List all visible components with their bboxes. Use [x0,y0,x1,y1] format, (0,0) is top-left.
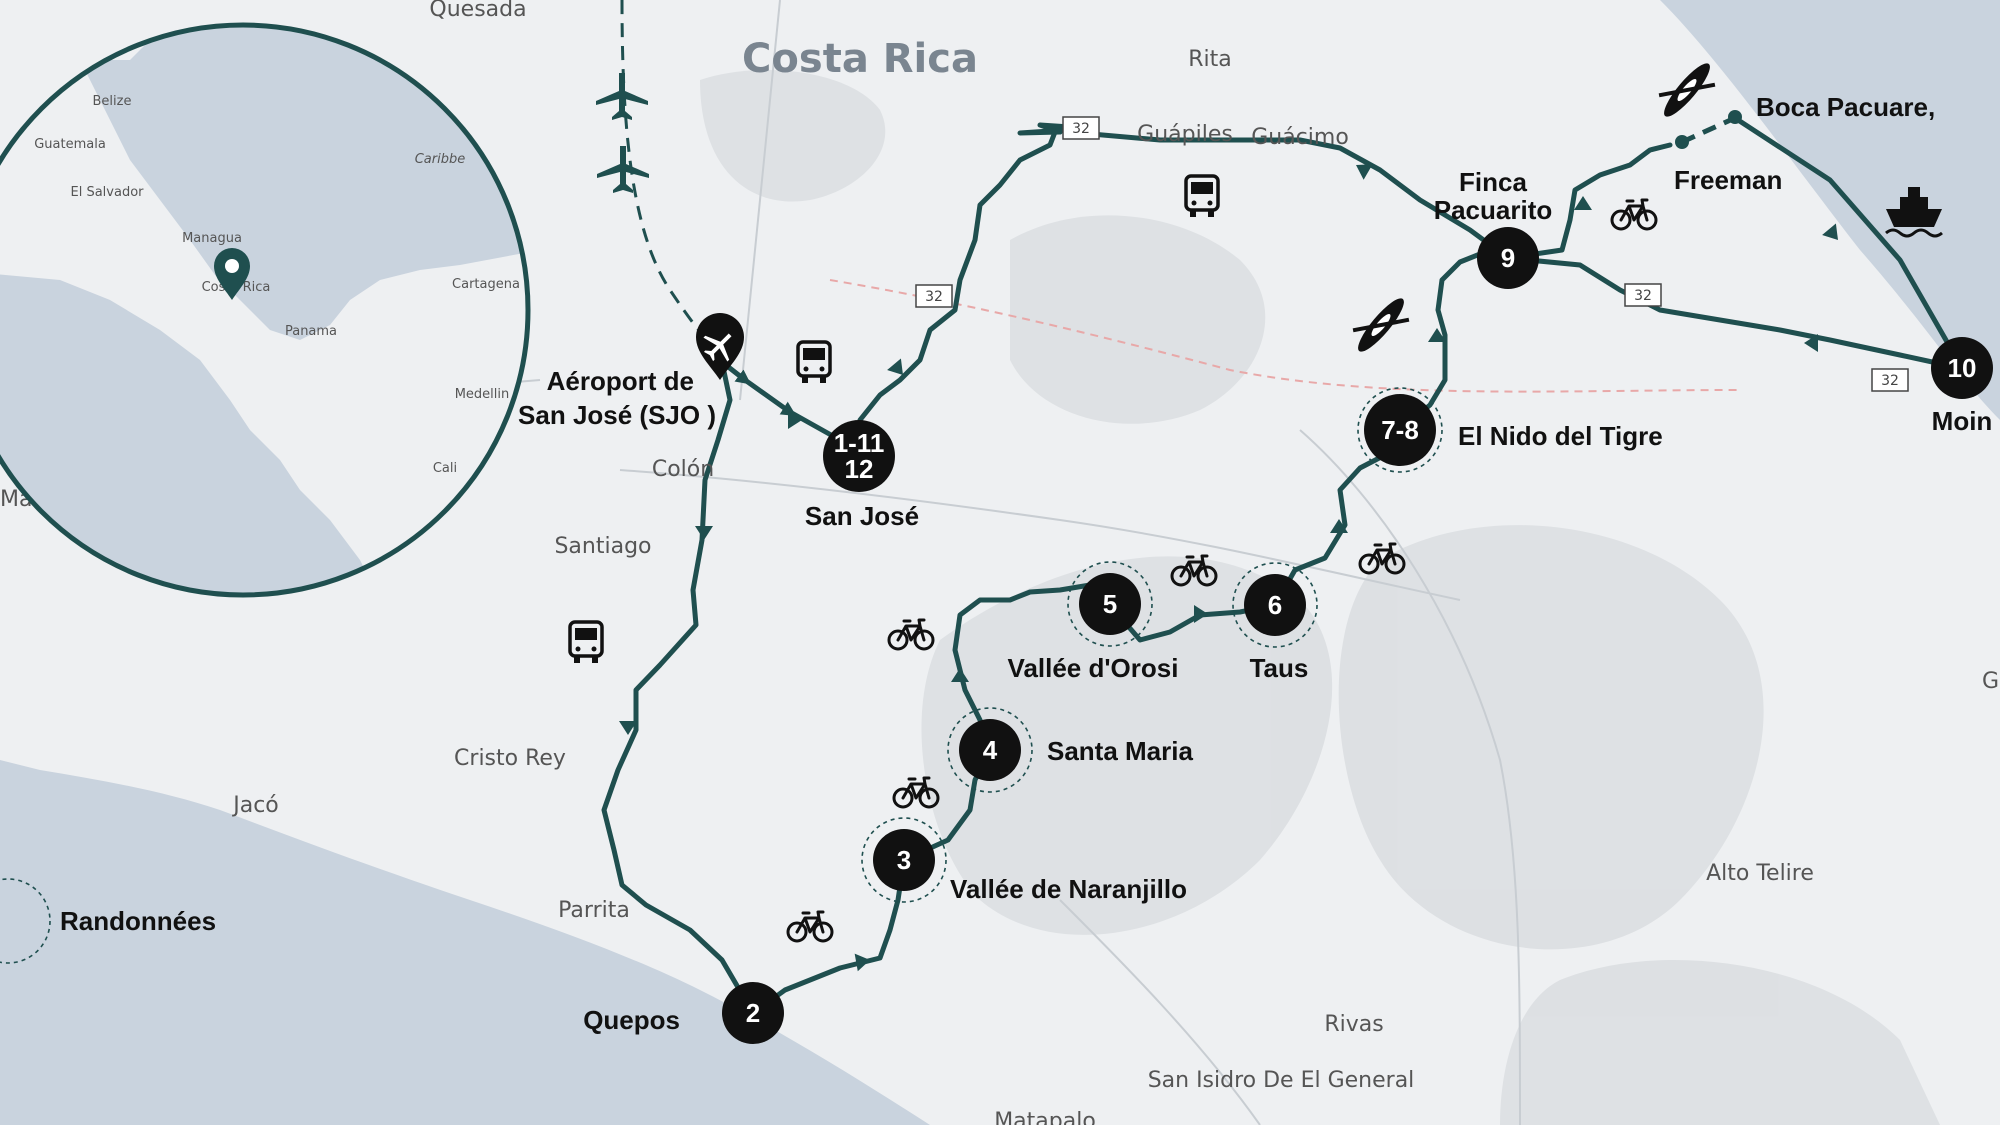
stop-9[interactable]: 9 [1477,227,1539,289]
stop-4[interactable]: 4 [959,719,1021,781]
hike-markers [861,387,1443,903]
road-32-label: 32 [1881,373,1899,389]
stop-number: 5 [1103,589,1117,619]
stop-label-santa-maria: Santa Maria [1047,736,1193,766]
place-label-guapiles: Guápiles [1137,122,1233,147]
waypoint-dot [1675,135,1689,149]
stop-label-naranjillo: Vallée de Naranjillo [950,874,1187,904]
label-freeman: Freeman [1674,165,1782,195]
airplane-icon [597,146,649,193]
stop-1-11-12[interactable]: 1-11 12 [823,420,895,492]
inset-label-caribbean: Caribbe [415,152,466,167]
stop-5[interactable]: 5 [1079,573,1141,635]
place-label-rita: Rita [1188,47,1232,72]
map-title: Costa Rica [742,36,978,82]
road-32-label: 32 [1634,288,1652,304]
road-32-label: 32 [925,289,943,305]
airplane-icon [596,73,648,120]
stop-label-taus: Taus [1250,653,1309,683]
stop-label-nido-del-tigre: El Nido del Tigre [1458,421,1663,451]
stop-number: 3 [897,845,911,875]
terrain-relief [700,70,1940,1125]
stop-label-pacuarito: Pacuarito [1434,195,1553,225]
inset-label-el-salvador: El Salvador [71,185,145,200]
kayak-dashed-route [1680,115,1737,145]
airplane-icon [703,333,732,362]
legend-hike-symbol [0,878,51,964]
inset-label-panama: Panama [285,324,337,339]
stop-label-orosi: Vallée d'Orosi [1008,653,1179,683]
inset-label-managua: Managua [182,231,242,246]
road-32-label: 32 [1072,121,1090,137]
ship-icon [1885,187,1943,238]
stop-number: 10 [1948,353,1977,383]
place-label-rivas: Rivas [1324,1012,1383,1037]
stop-2[interactable]: 2 [722,982,784,1044]
airport-marker [696,313,744,380]
place-label-san-isidro: San Isidro De El General [1148,1068,1415,1093]
place-label-cristo-rey: Cristo Rey [454,746,566,771]
inset-label-cali: Cali [433,461,457,476]
place-label-parrita: Parrita [558,898,630,923]
stop-label-quepos: Quepos [583,1005,680,1035]
road-shields: 32 32 32 32 [915,116,1909,392]
stop-number: 4 [983,735,998,765]
place-label-ga: Ga [1982,669,2000,694]
place-label-jaco: Jacó [231,793,279,818]
stop-number: 2 [746,998,760,1028]
place-label-alto-telire: Alto Telire [1706,861,1814,886]
stop-number: 9 [1501,243,1515,273]
inset-label-cartagena: Cartagena [452,277,520,292]
place-label-santiago: Santiago [554,534,651,559]
waypoint-dot [1728,110,1742,124]
stop-label-finca: Finca [1459,167,1527,197]
stop-number: 1-11 [834,428,885,458]
place-label-guacimo: Guácimo [1251,125,1349,150]
stop-number: 7-8 [1381,415,1419,445]
airport-label-line2: San José (SJO ) [518,400,716,430]
location-pin-icon [214,248,250,300]
stop-label-moin: Moin [1932,406,1993,436]
stop-3[interactable]: 3 [873,829,935,891]
inset-label-belize: Belize [93,94,132,109]
stop-6[interactable]: 6 [1244,574,1306,636]
stop-10[interactable]: 10 [1931,337,1993,399]
stop-label-san-jose: San José [805,501,919,531]
label-boca-pacuare: Boca Pacuare, [1756,92,1935,122]
inset-label-medellin: Medellin [455,387,510,402]
place-label-matapalo: Matapalo [994,1109,1096,1125]
airport-label-line1: Aéroport de [547,366,694,396]
place-label-quesada: Quesada [429,0,526,22]
stop-number: 12 [845,454,874,484]
direction-arrows [619,164,1838,972]
legend-hikes-label: Randonnées [60,906,216,936]
stop-number: 6 [1268,590,1282,620]
place-label-colon: Colón [652,457,714,482]
inset-label-guatemala: Guatemala [34,137,106,152]
stop-7-8[interactable]: 7-8 [1364,394,1436,466]
inset-locator-map: Belize Guatemala El Salvador Managua Cos… [0,22,531,598]
